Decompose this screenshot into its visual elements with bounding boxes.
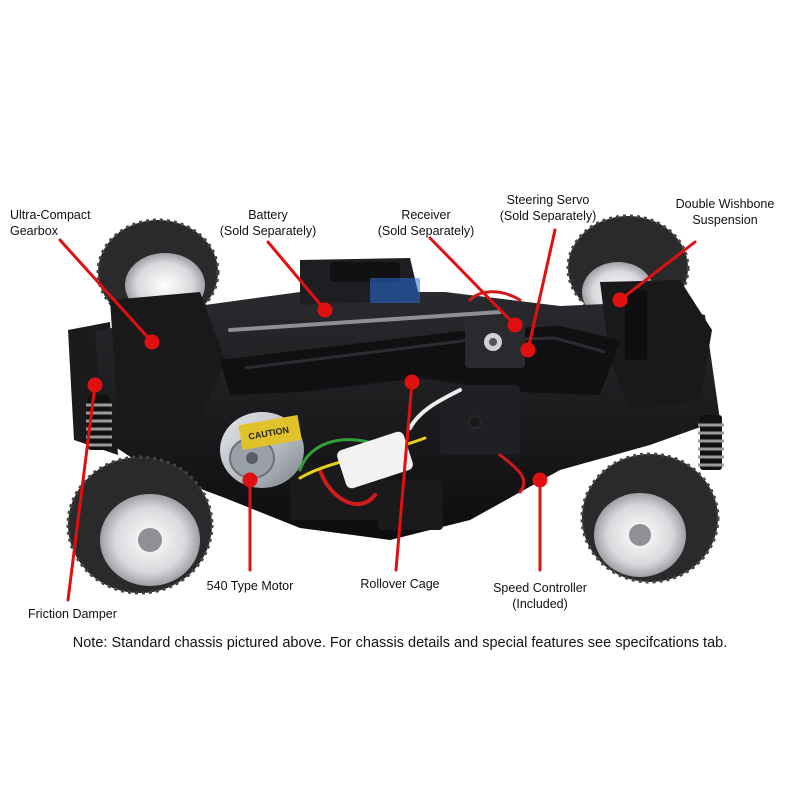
label-line: 540 Type Motor xyxy=(206,579,294,593)
label-line: Double Wishbone xyxy=(675,197,775,211)
callout-line-friction-damper xyxy=(66,377,103,602)
callout-line-motor xyxy=(242,472,258,572)
callout-lines xyxy=(58,228,697,602)
label-540-type-motor: 540 Type Motor xyxy=(195,578,305,594)
label-line: Speed Controller xyxy=(493,581,587,595)
callout-line-receiver xyxy=(428,236,523,333)
callout-line-suspension xyxy=(612,240,697,308)
label-line: Rollover Cage xyxy=(360,577,440,591)
label-double-wishbone-suspension: Double Wishbone Suspension xyxy=(660,196,790,228)
label-rollover-cage: Rollover Cage xyxy=(345,576,455,592)
rear-friction-damper xyxy=(698,415,724,470)
callout-line-speed-controller xyxy=(532,472,548,572)
label-line: (Sold Separately) xyxy=(377,224,475,238)
front-right-wheel xyxy=(580,452,720,584)
label-speed-controller: Speed Controller (Included) xyxy=(480,580,600,612)
label-line: Receiver xyxy=(401,208,451,222)
label-line: Friction Damper xyxy=(28,607,117,621)
label-ultra-compact-gearbox: Ultra-Compact Gearbox xyxy=(10,207,91,239)
receiver-unit xyxy=(378,480,443,530)
callout-line-battery xyxy=(266,240,333,318)
label-friction-damper: Friction Damper xyxy=(28,606,117,622)
label-line: (Included) xyxy=(512,597,568,611)
label-receiver: Receiver (Sold Separately) xyxy=(366,207,486,239)
front-left-wheel xyxy=(66,455,214,595)
label-line: (Sold Separately) xyxy=(219,224,317,238)
motor-illustration: CAUTION xyxy=(220,412,304,488)
label-line: Steering Servo xyxy=(506,193,590,207)
label-line: Gearbox xyxy=(10,224,58,238)
callout-line-steering-servo xyxy=(520,228,557,358)
label-steering-servo: Steering Servo (Sold Separately) xyxy=(488,192,608,224)
label-line: Ultra-Compact xyxy=(10,208,91,222)
callout-line-gearbox xyxy=(58,238,160,350)
footnote: Note: Standard chassis pictured above. F… xyxy=(72,635,728,651)
label-line: (Sold Separately) xyxy=(499,209,597,223)
label-line: Suspension xyxy=(692,213,758,227)
label-battery: Battery (Sold Separately) xyxy=(208,207,328,239)
callout-line-rollover-cage xyxy=(394,374,420,572)
label-line: Battery xyxy=(248,208,288,222)
